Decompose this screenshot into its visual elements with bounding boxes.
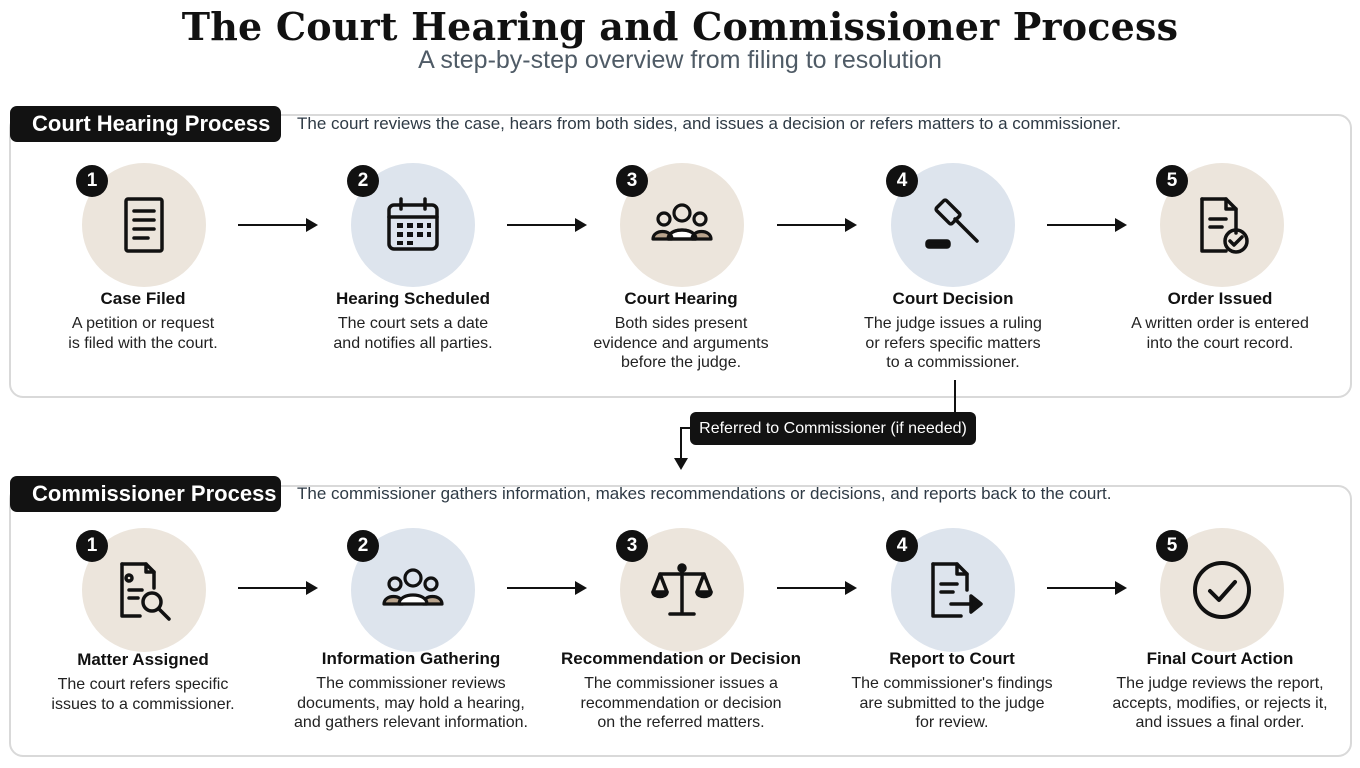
commissioner-step-2-badge: 2 [347, 530, 379, 562]
court-step-3-title: Court Hearing [624, 289, 738, 308]
commissioner-arrow-4 [1047, 581, 1127, 595]
court-step-5-badge: 5 [1156, 165, 1188, 197]
court-step-2-badge: 2 [347, 165, 379, 197]
commissioner-step-5-desc: The judge reviews the report,accepts, mo… [1112, 675, 1328, 731]
court-step-4-badge: 4 [886, 165, 918, 197]
court-arrow-1 [238, 218, 318, 232]
court-process-description: The court reviews the case, hears from b… [297, 114, 1121, 133]
court-step-1-title: Case Filed [100, 289, 186, 308]
calendar-icon [351, 163, 475, 287]
commissioner-step-5-badge: 5 [1156, 530, 1188, 562]
page-title: The Court Hearing and Commissioner Proce… [181, 4, 1179, 49]
people-icon [620, 163, 744, 287]
commissioner-step-5-title: Final Court Action [1146, 649, 1294, 668]
commissioner-step-4-title: Report to Court [889, 649, 1015, 668]
court-step-4-title: Court Decision [892, 289, 1014, 308]
commissioner-step-4-badge: 4 [886, 530, 918, 562]
commissioner-step-3-badge: 3 [616, 530, 648, 562]
court-process-label: Court Hearing Process [10, 106, 281, 142]
commissioner-arrow-3 [777, 581, 857, 595]
court-arrow-2 [507, 218, 587, 232]
commissioner-step-1-title: Matter Assigned [77, 650, 209, 669]
court-arrow-4 [1047, 218, 1127, 232]
commissioner-step-2-title: Information Gathering [321, 649, 501, 668]
page-subtitle: A step-by-step overview from filing to r… [418, 46, 942, 74]
court-step-2-title: Hearing Scheduled [336, 289, 490, 308]
commissioner-step-3-title: Recommendation or Decision [561, 649, 801, 668]
court-arrow-3 [777, 218, 857, 232]
commissioner-arrow-1 [238, 581, 318, 595]
commissioner-arrow-2 [507, 581, 587, 595]
commissioner-process-description: The commissioner gathers information, ma… [297, 484, 1112, 503]
court-step-5-title: Order Issued [1167, 289, 1273, 308]
court-step-3-badge: 3 [616, 165, 648, 197]
referral-callout: Referred to Commissioner (if needed) [690, 412, 976, 445]
court-step-1-badge: 1 [76, 165, 108, 197]
commissioner-step-1-badge: 1 [76, 530, 108, 562]
commissioner-process-label: Commissioner Process [10, 476, 281, 512]
